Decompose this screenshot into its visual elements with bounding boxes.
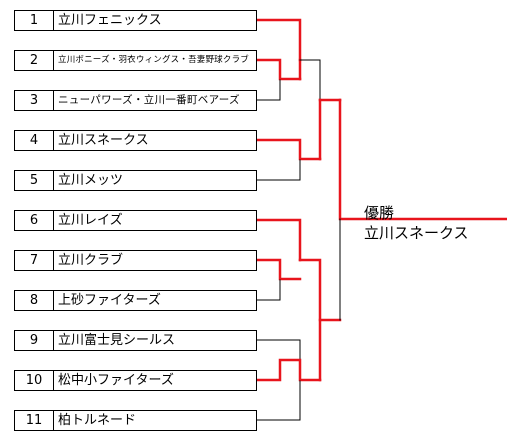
seed-number: 8	[15, 291, 54, 310]
winner-line	[255, 258, 302, 281]
team-slot-6: 6 立川レイズ	[14, 210, 257, 231]
team-name: 柏トルネード	[58, 413, 137, 428]
team-name: 立川ボニーズ・羽衣ウィングス・吾妻野球クラブ	[58, 55, 249, 65]
team-slot-9: 9 立川富士見シールス	[14, 330, 257, 351]
loser-line	[256, 79, 281, 101]
team-name: ニューパワーズ・立川一番町ベアーズ	[58, 94, 240, 106]
winner-line	[255, 358, 322, 382]
seed-number: 9	[15, 331, 54, 350]
team-slot-11: 11 柏トルネード	[14, 410, 257, 431]
champion-name: 立川スネークス	[364, 224, 469, 242]
champion-title: 優勝	[364, 204, 395, 222]
team-name: 立川富士見シールス	[58, 333, 176, 348]
winner-line	[255, 18, 302, 62]
team-slot-10: 10 松中小ファイターズ	[14, 370, 257, 391]
team-slot-7: 7 立川クラブ	[14, 250, 257, 271]
loser-line	[256, 380, 301, 421]
winner-line	[255, 58, 302, 81]
team-name: 立川フェニックス	[58, 13, 162, 28]
team-slot-5: 5 立川メッツ	[14, 170, 257, 191]
team-slot-3: 3 ニューパワーズ・立川一番町ベアーズ	[14, 90, 257, 111]
winner-line	[318, 318, 342, 382]
team-name: 上砂ファイターズ	[58, 293, 161, 308]
winner-line	[298, 258, 322, 322]
seed-number: 2	[15, 51, 54, 70]
loser-line	[256, 339, 301, 361]
seed-number: 6	[15, 211, 54, 230]
seed-number: 7	[15, 251, 54, 270]
seed-number: 5	[15, 171, 54, 190]
seed-number: 1	[15, 11, 54, 30]
winner-line	[255, 218, 302, 262]
team-name: 松中小ファイターズ	[58, 373, 174, 388]
team-name: 立川レイズ	[58, 213, 123, 228]
seed-number: 10	[15, 371, 54, 390]
team-name: 立川スネークス	[58, 133, 149, 148]
team-slot-8: 8 上砂ファイターズ	[14, 290, 257, 311]
team-name: 立川メッツ	[58, 173, 124, 188]
team-slot-2: 2 立川ボニーズ・羽衣ウィングス・吾妻野球クラブ	[14, 50, 257, 71]
seed-number: 4	[15, 131, 54, 150]
loser-line	[256, 159, 301, 181]
team-slot-4: 4 立川スネークス	[14, 130, 257, 151]
team-name: 立川クラブ	[58, 253, 124, 268]
team-slot-1: 1 立川フェニックス	[14, 10, 257, 31]
seed-number: 3	[15, 91, 54, 110]
seed-number: 11	[15, 411, 54, 430]
loser-line	[256, 279, 281, 301]
loser-line	[299, 59, 321, 101]
winner-line	[255, 138, 322, 161]
